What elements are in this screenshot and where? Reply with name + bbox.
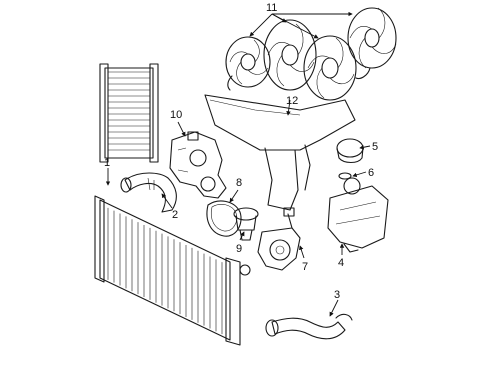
upper-radiator-hose <box>120 172 177 213</box>
callout-11: 11 <box>266 2 277 14</box>
callout-3: 3 <box>334 289 340 301</box>
expansion-tank-cap <box>336 138 364 164</box>
water-pump <box>257 207 301 271</box>
cooling-fan-center-left <box>263 19 317 91</box>
cap-seal <box>338 172 352 180</box>
radiator-auxiliary <box>99 63 159 163</box>
cooling-fan-center-right <box>303 35 357 101</box>
thermostat-housing <box>169 131 227 199</box>
fan-shroud <box>204 94 356 211</box>
coolant-expansion-tank <box>327 177 389 253</box>
leader-lines <box>105 11 371 317</box>
callout-9: 9 <box>236 243 242 255</box>
callout-labels: 1 2 3 4 5 6 7 8 9 10 11 12 <box>104 2 378 301</box>
callout-6: 6 <box>368 167 374 179</box>
callout-2: 2 <box>172 209 178 221</box>
lower-radiator-hose <box>265 313 353 340</box>
cooling-fan-right <box>347 7 397 80</box>
callout-7: 7 <box>302 261 308 273</box>
callout-1: 1 <box>104 157 110 169</box>
callout-8: 8 <box>236 177 242 189</box>
callout-12: 12 <box>286 95 298 107</box>
cooling-fan-left <box>225 36 271 91</box>
radiator <box>94 195 251 346</box>
callout-10: 10 <box>170 109 182 121</box>
thermostat <box>233 207 259 241</box>
callout-5: 5 <box>372 141 378 153</box>
callout-4: 4 <box>338 257 344 269</box>
